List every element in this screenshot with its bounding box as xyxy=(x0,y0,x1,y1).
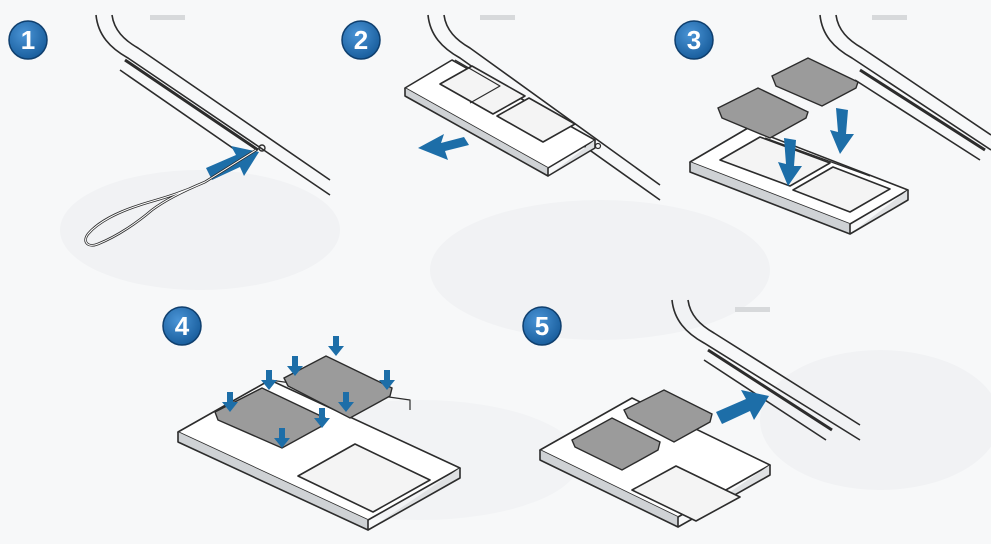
press-arrow-4-2 xyxy=(261,370,277,390)
step-2-panel: 2 xyxy=(341,14,661,201)
step-4-badge: 4 xyxy=(162,306,202,346)
step-3-number: 3 xyxy=(687,25,701,55)
step-3-badge: 3 xyxy=(674,20,714,60)
press-arrows-4 xyxy=(222,336,395,448)
press-arrow-4-8 xyxy=(274,428,290,448)
step-5-panel: 5 xyxy=(522,299,861,528)
step-1-badge: 1 xyxy=(8,20,48,60)
eject-hole xyxy=(258,144,266,152)
press-arrow-4-5 xyxy=(379,370,395,390)
step-2-number: 2 xyxy=(354,25,368,55)
sim-card-2 xyxy=(771,57,859,107)
sim-tray-3 xyxy=(689,127,909,235)
sim-card-4b xyxy=(283,355,393,419)
down-arrow-3a xyxy=(778,138,802,186)
insert-arrow-5 xyxy=(716,390,769,424)
step-2-badge: 2 xyxy=(341,20,381,60)
step-3-panel: 3 xyxy=(674,14,991,235)
phone-edge-3 xyxy=(819,14,991,161)
sim-card-5a xyxy=(571,417,661,471)
press-arrow-4-7 xyxy=(314,408,330,428)
step-1-number: 1 xyxy=(21,25,35,55)
step-5-badge: 5 xyxy=(522,306,562,346)
press-arrow-4-6 xyxy=(338,392,354,412)
insert-arrow-1 xyxy=(206,146,259,180)
step-5-number: 5 xyxy=(535,311,549,341)
press-arrow-4-4 xyxy=(328,336,344,356)
step-4-panel: 4 xyxy=(162,306,461,531)
step-1-panel: 1 xyxy=(8,14,331,247)
phone-edge-1 xyxy=(95,14,331,196)
down-arrow-3b xyxy=(830,108,854,154)
sim-card-5b xyxy=(623,389,713,443)
sim-tray-2 xyxy=(404,59,596,177)
press-arrow-4-3 xyxy=(287,356,303,376)
sim-card-1 xyxy=(717,87,809,139)
pull-out-arrow xyxy=(418,134,469,160)
press-arrow-4-1 xyxy=(222,392,238,412)
step-4-number: 4 xyxy=(175,311,190,341)
phone-edge-2 xyxy=(427,14,661,201)
